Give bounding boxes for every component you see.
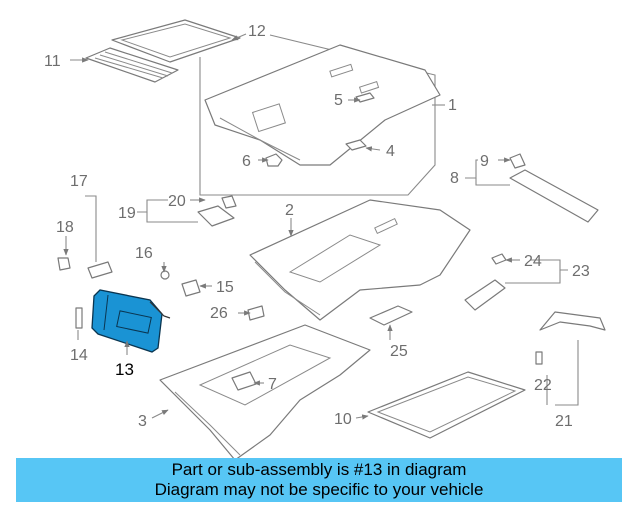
lamp-25 (369, 305, 413, 326)
holder-17 (87, 261, 113, 279)
callout-15: 15 (216, 279, 234, 296)
callout-10: 10 (334, 411, 352, 428)
screw-16 (160, 270, 170, 280)
callout-3: 3 (138, 413, 147, 430)
part-4-clip (345, 139, 367, 151)
bracket-19 (197, 205, 235, 227)
callout-19: 19 (118, 205, 136, 222)
callout-16: 16 (135, 245, 153, 262)
callout-5: 5 (334, 92, 343, 109)
sunroof-glass-part (111, 19, 241, 63)
sunshade-part (85, 47, 179, 83)
callout-21: 21 (555, 413, 573, 430)
info-banner: Part or sub-assembly is #13 in diagram D… (16, 458, 622, 502)
part-9-clip (509, 153, 526, 169)
callout-13: 13 (115, 360, 134, 379)
callout-12: 12 (248, 23, 266, 40)
screw-14 (75, 307, 83, 329)
banner-line-1: Part or sub-assembly is #13 in diagram (171, 460, 467, 479)
banner-line-2: Diagram may not be specific to your vehi… (154, 480, 484, 499)
bracket-23 (464, 279, 506, 311)
grab-rail-part (509, 169, 599, 223)
clip-18 (57, 257, 71, 271)
clip-20 (221, 195, 237, 209)
callout-25: 25 (390, 343, 408, 360)
headliner-top-assembly (199, 34, 441, 196)
callout-18: 18 (56, 219, 74, 236)
callout-17: 17 (70, 173, 88, 190)
clip-15 (181, 279, 201, 297)
callout-6: 6 (242, 153, 251, 170)
callout-23: 23 (572, 263, 590, 280)
callout-labels: 1 2 3 4 5 6 7 8 9 10 11 12 13 14 15 16 1… (44, 23, 590, 430)
clip-24 (491, 253, 507, 265)
callout-20: 20 (168, 193, 186, 210)
callout-4: 4 (386, 143, 395, 160)
callout-9: 9 (480, 153, 489, 170)
screw-22 (535, 351, 543, 365)
callout-1: 1 (448, 97, 457, 114)
callout-22: 22 (534, 377, 552, 394)
callout-8: 8 (450, 170, 459, 187)
clip-26 (247, 305, 265, 321)
callout-14: 14 (70, 347, 88, 364)
callout-11: 11 (44, 53, 61, 70)
leader-lines (63, 33, 579, 420)
part-6-clip (265, 153, 283, 167)
sun-visor-highlight (91, 289, 171, 353)
callout-24: 24 (524, 253, 542, 270)
callout-26: 26 (210, 305, 228, 322)
sunroof-seal (367, 371, 526, 439)
callout-7: 7 (268, 376, 277, 393)
callout-2: 2 (285, 202, 294, 219)
headliner-2 (249, 199, 471, 321)
headliner-3 (159, 324, 371, 461)
grab-handle (539, 311, 606, 331)
